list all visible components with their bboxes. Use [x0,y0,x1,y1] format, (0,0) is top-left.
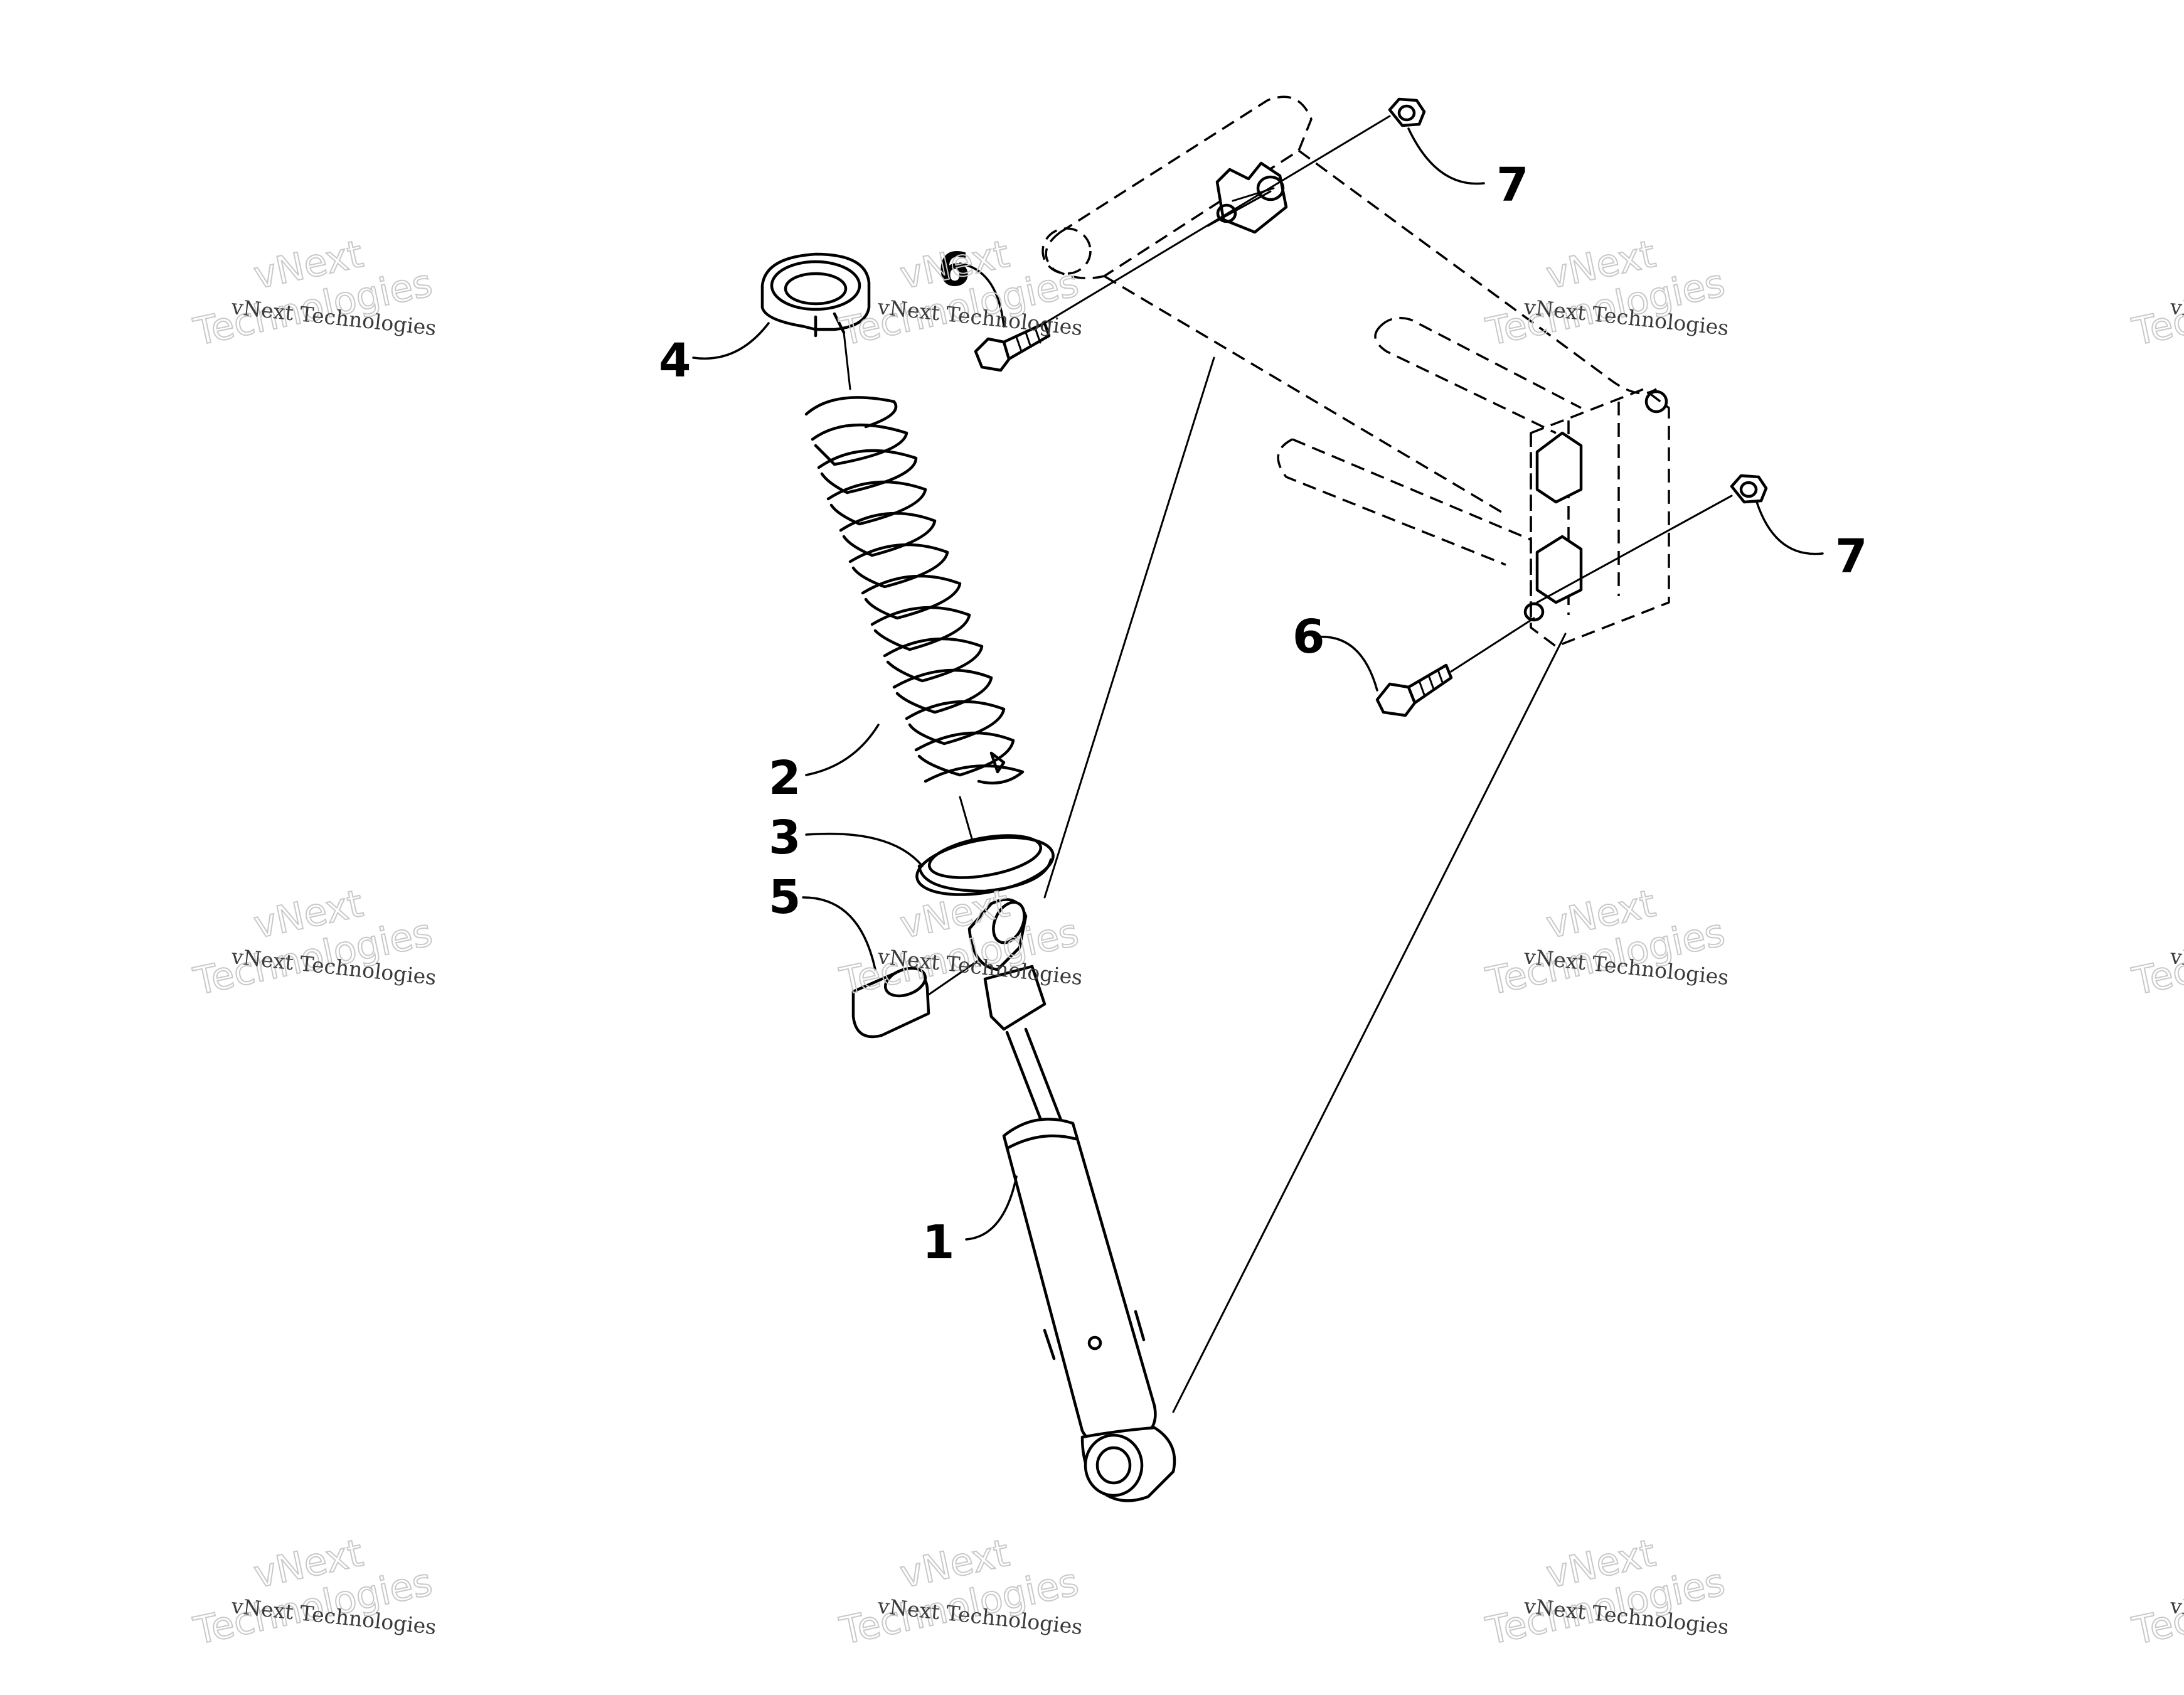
callout-7-upper: 7 [1496,158,1529,212]
bolt-upper [974,321,1051,372]
callout-6-upper: 6 [938,243,971,297]
bushing [851,966,930,1039]
callout-2: 2 [769,751,801,805]
shock-absorber [967,898,1176,1502]
nut-lower [1730,474,1768,504]
coil-spring [804,396,1025,785]
assembly-lines [843,115,1733,1413]
mount-brackets [1215,161,1668,622]
callout-7-lower: 7 [1835,530,1868,584]
leader-lines [692,127,1824,1241]
callout-6-lower: 6 [1292,610,1325,664]
callout-4: 4 [659,334,691,388]
bolt-lower [1375,663,1453,717]
nut-upper [1388,97,1426,127]
callout-5: 5 [769,870,801,924]
callout-3: 3 [769,811,801,865]
callout-labels: 1 2 3 4 5 6 6 7 7 [659,158,1868,1270]
callout-1: 1 [922,1216,955,1270]
upper-spring-retainer [760,252,871,338]
lower-spring-seat [915,834,1055,896]
